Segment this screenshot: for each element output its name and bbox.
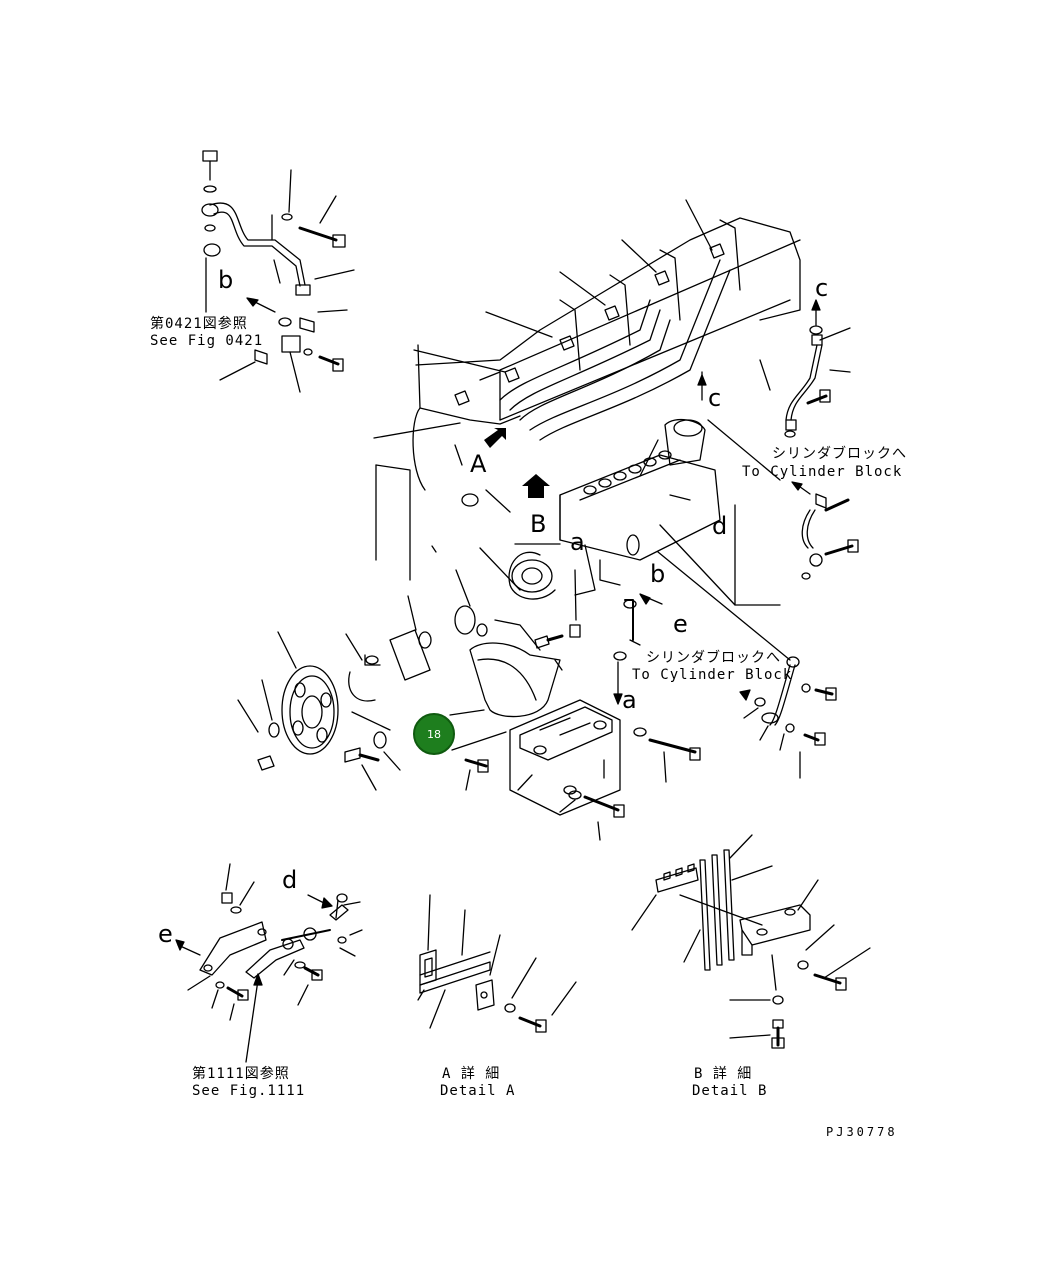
arrow-marker-2: [522, 474, 550, 498]
callout-d-pump: d: [712, 512, 728, 540]
detail-b-caption-jp: B 詳 細: [694, 1066, 753, 1082]
callout-d-lower: d: [282, 866, 298, 894]
destination-cylinder-block-2-en: To Cylinder Block: [632, 667, 793, 683]
callout-a-lower: a: [622, 686, 637, 714]
detail-a-drawing: [417, 894, 577, 1033]
lever-linkage-detail: [175, 863, 363, 1063]
reference-fig1111-jp: 第1111図参照: [192, 1066, 290, 1082]
reference-fig0421-en: See Fig 0421: [150, 333, 264, 349]
detail-a-caption-en: Detail A: [440, 1083, 516, 1099]
callout-c-mid: c: [708, 384, 722, 412]
reference-fig0421-jp: 第0421図参照: [150, 316, 248, 332]
detail-b-drawing: [631, 834, 871, 1049]
engine-block: [373, 199, 801, 581]
callout-e-right: e: [673, 610, 688, 638]
detail-b-caption-en: Detail B: [692, 1083, 768, 1099]
cylinder-block-line: [697, 299, 859, 580]
destination-cylinder-block-2-jp: シリンダブロックへ: [646, 650, 781, 666]
right-side-fittings: [559, 551, 837, 841]
drawing-code: PJ30778: [826, 1125, 898, 1139]
callout-e-lower: e: [158, 920, 173, 948]
callout-b-pump: b: [650, 560, 666, 588]
drive-gear-assembly: [237, 545, 488, 791]
callout-A: A: [470, 450, 487, 478]
part-hotspot-18[interactable]: 18: [413, 713, 455, 755]
callout-b-top-left: b: [218, 266, 234, 294]
callout-c-top-right: c: [815, 274, 829, 302]
destination-cylinder-block-1-jp: シリンダブロックへ: [772, 446, 907, 462]
callout-B: B: [530, 510, 547, 538]
detail-a-caption-jp: A 詳 細: [442, 1066, 501, 1082]
arrow-marker-1: [484, 428, 506, 448]
destination-cylinder-block-1-en: To Cylinder Block: [742, 464, 903, 480]
injection-pump: [479, 418, 781, 606]
mounting-bracket: [449, 619, 621, 816]
fuel-line-assembly-top-left: [201, 150, 355, 393]
reference-fig1111-en: See Fig.1111: [192, 1083, 306, 1099]
callout-a-pump: a: [570, 528, 585, 556]
